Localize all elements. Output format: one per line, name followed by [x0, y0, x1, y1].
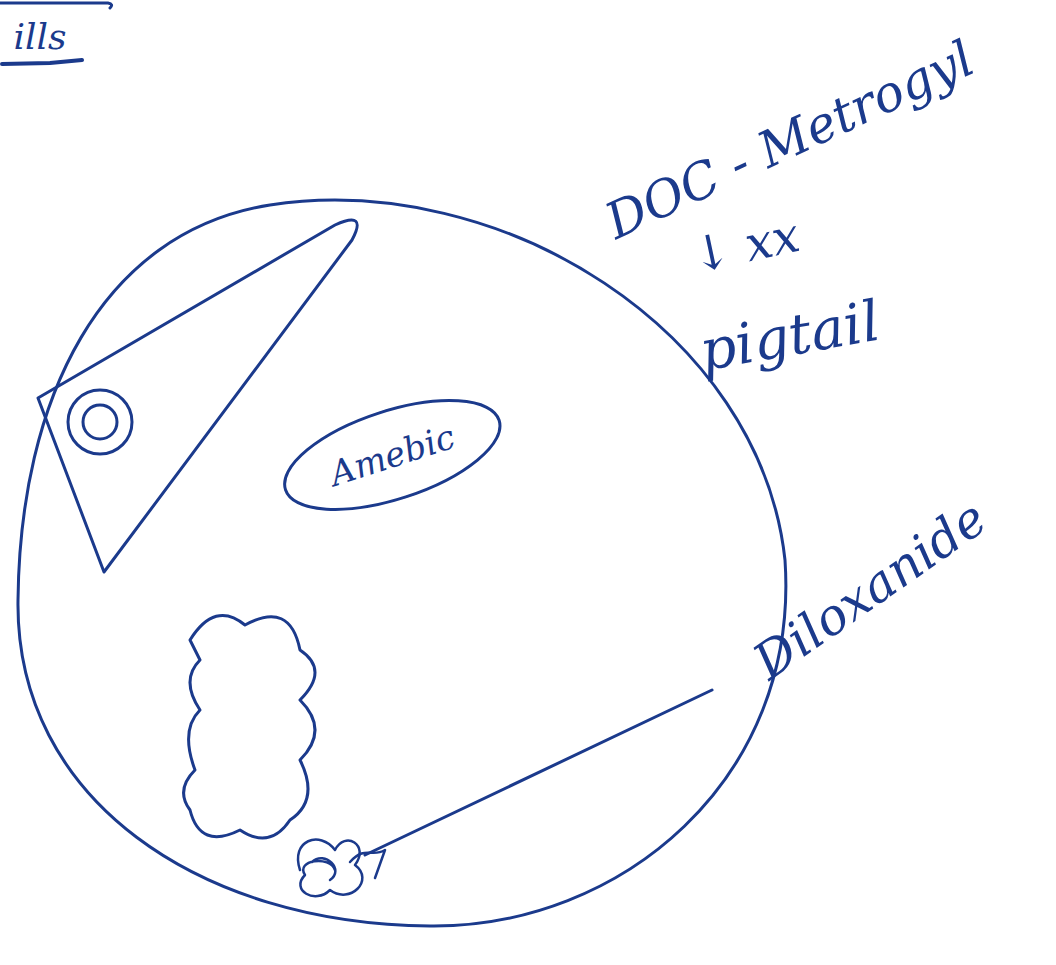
top-stroke [0, 3, 112, 8]
wedge-segment [38, 220, 357, 572]
procedure-note: pigtail [695, 287, 885, 382]
heading-fragment: ills [13, 16, 66, 57]
leader-line [365, 690, 712, 855]
arrow-note: ↓ xx [686, 206, 805, 284]
drug-note: Diloxanide [743, 489, 997, 691]
cyst-outer [68, 390, 132, 454]
scribble-colon [298, 840, 362, 897]
abscess-cloud [184, 615, 315, 838]
underline [2, 60, 82, 64]
amebic-abscess-ellipse: Amebic [269, 376, 515, 534]
liver-outline [18, 200, 786, 926]
cyst-inner [83, 405, 117, 439]
